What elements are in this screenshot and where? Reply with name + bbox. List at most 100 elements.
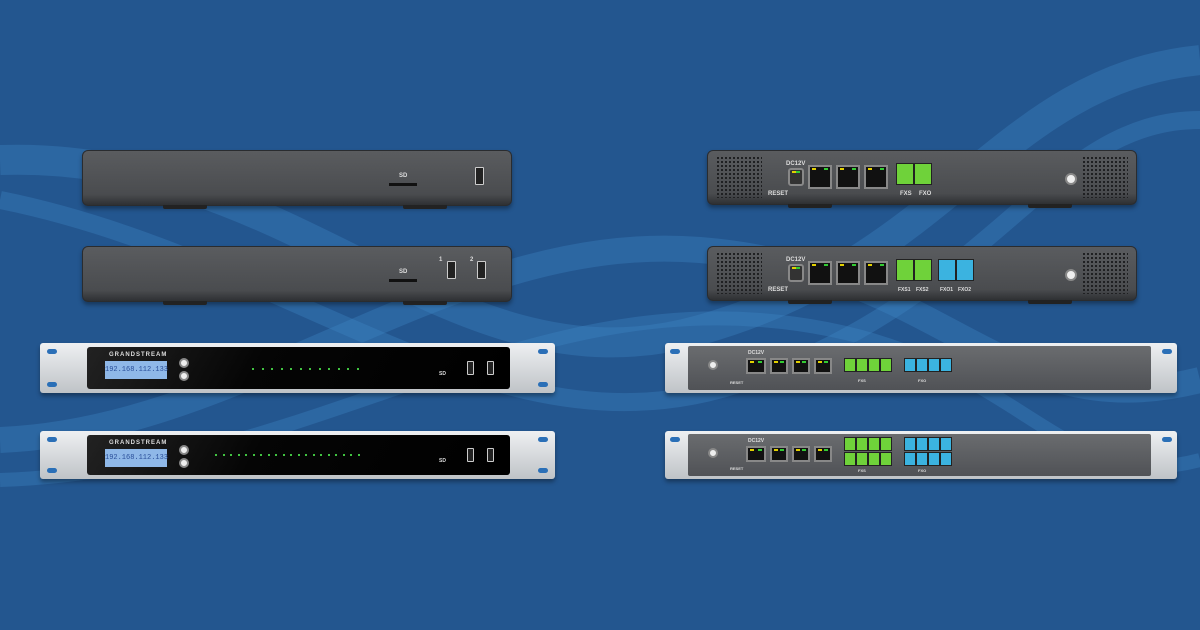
status-led <box>230 454 232 456</box>
fxo-port[interactable] <box>916 437 928 451</box>
status-led <box>260 454 262 456</box>
status-led <box>215 454 217 456</box>
fxs-port[interactable] <box>844 452 856 466</box>
fxs-port[interactable] <box>880 437 892 451</box>
heartbeat-port[interactable] <box>814 446 832 462</box>
lan-port[interactable] <box>836 165 860 189</box>
ucm-rear-2: DC12V RESET FXS1 FXS2 FXO1 FXO2 <box>707 246 1137 304</box>
ucm-rack-rear-1: DC12V RESET FXS FXO <box>665 343 1177 393</box>
heartbeat-port[interactable] <box>814 358 832 374</box>
fxo-port[interactable] <box>928 437 940 451</box>
fxo-port[interactable] <box>928 452 940 466</box>
brand-logo: GRANDSTREAM <box>109 352 168 358</box>
sd-label: SD <box>439 458 446 464</box>
lan-port[interactable] <box>792 446 810 462</box>
sd-label: SD <box>439 371 446 377</box>
status-led <box>275 454 277 456</box>
usb-port-1[interactable] <box>447 261 456 279</box>
fxs-port[interactable] <box>856 452 868 466</box>
power-jack[interactable] <box>788 168 804 186</box>
heartbeat-port[interactable] <box>864 261 888 285</box>
ground-screw <box>1065 173 1077 185</box>
status-led <box>312 454 315 456</box>
fxo1-port[interactable] <box>938 259 956 281</box>
ucm-rack-front-1: GRANDSTREAM 192.168.112.133 SD <box>40 343 555 393</box>
fxo-port[interactable] <box>904 358 916 372</box>
fxo2-label: FXO2 <box>958 287 972 293</box>
fxs-port[interactable] <box>880 358 892 372</box>
wan-port[interactable] <box>808 165 832 189</box>
status-led <box>222 454 225 456</box>
usb-number-1: 1 <box>439 257 443 263</box>
lan-port[interactable] <box>836 261 860 285</box>
ground-screw <box>708 360 718 370</box>
power-jack[interactable] <box>788 264 804 282</box>
wan-port[interactable] <box>770 446 788 462</box>
fxo-port[interactable] <box>904 437 916 451</box>
usb-port[interactable] <box>475 167 484 185</box>
reset-label: RESET <box>730 466 744 471</box>
fxo-port[interactable] <box>916 358 928 372</box>
sd-slot[interactable] <box>389 279 417 282</box>
fxs-port[interactable] <box>844 437 856 451</box>
status-led <box>237 454 240 456</box>
usb-port-2[interactable] <box>487 448 494 462</box>
status-led <box>252 368 254 370</box>
usb-port-2[interactable] <box>487 361 494 375</box>
fxo-port[interactable] <box>914 163 932 185</box>
fxo-port[interactable] <box>916 452 928 466</box>
sd-slot[interactable] <box>389 183 417 186</box>
fxs-port[interactable] <box>856 437 868 451</box>
fxs-port[interactable] <box>844 358 856 372</box>
reset-label: RESET <box>768 191 789 197</box>
fxo2-port[interactable] <box>956 259 974 281</box>
status-led <box>280 368 283 370</box>
status-led <box>320 454 322 456</box>
brand-logo: GRANDSTREAM <box>109 440 168 446</box>
dc-label: DC12V <box>748 438 765 444</box>
status-led <box>328 368 330 370</box>
status-led <box>267 454 270 456</box>
fxo-port[interactable] <box>940 437 952 451</box>
wan-port[interactable] <box>808 261 832 285</box>
fxs-port[interactable] <box>896 163 914 185</box>
sd-label: SD <box>399 173 408 179</box>
heartbeat-port[interactable] <box>864 165 888 189</box>
power-jack[interactable] <box>746 446 766 462</box>
power-jack[interactable] <box>746 358 766 374</box>
ok-button[interactable] <box>179 458 189 468</box>
fxo-port[interactable] <box>928 358 940 372</box>
fxs-port[interactable] <box>856 358 868 372</box>
fxs-port[interactable] <box>868 358 880 372</box>
status-led <box>327 454 330 456</box>
dc-label: DC12V <box>748 350 765 356</box>
fxo1-label: FXO1 <box>940 287 954 293</box>
usb-port-2[interactable] <box>477 261 486 279</box>
status-led <box>271 368 273 370</box>
status-led <box>290 454 292 456</box>
wan-port[interactable] <box>770 358 788 374</box>
usb-port-1[interactable] <box>467 448 474 462</box>
status-led <box>290 368 292 370</box>
fxs-port[interactable] <box>868 437 880 451</box>
status-led <box>357 454 360 456</box>
fxo-port[interactable] <box>904 452 916 466</box>
nav-button-up[interactable] <box>179 445 189 455</box>
lan-port[interactable] <box>792 358 810 374</box>
ucm-rack-rear-2: DC12V RESET FXS FXO <box>665 431 1177 479</box>
status-led <box>245 454 247 456</box>
fxs-port[interactable] <box>880 452 892 466</box>
fxs2-label: FXS2 <box>916 287 929 293</box>
ok-button[interactable] <box>179 371 189 381</box>
fxs-port[interactable] <box>868 452 880 466</box>
fxs-label: FXS <box>858 378 866 383</box>
fxs1-port[interactable] <box>896 259 914 281</box>
fxo-port[interactable] <box>940 358 952 372</box>
usb-port-1[interactable] <box>467 361 474 375</box>
status-led <box>337 368 340 370</box>
ground-screw <box>1065 269 1077 281</box>
nav-button-up[interactable] <box>179 358 189 368</box>
fxs2-port[interactable] <box>914 259 932 281</box>
fxo-port[interactable] <box>940 452 952 466</box>
